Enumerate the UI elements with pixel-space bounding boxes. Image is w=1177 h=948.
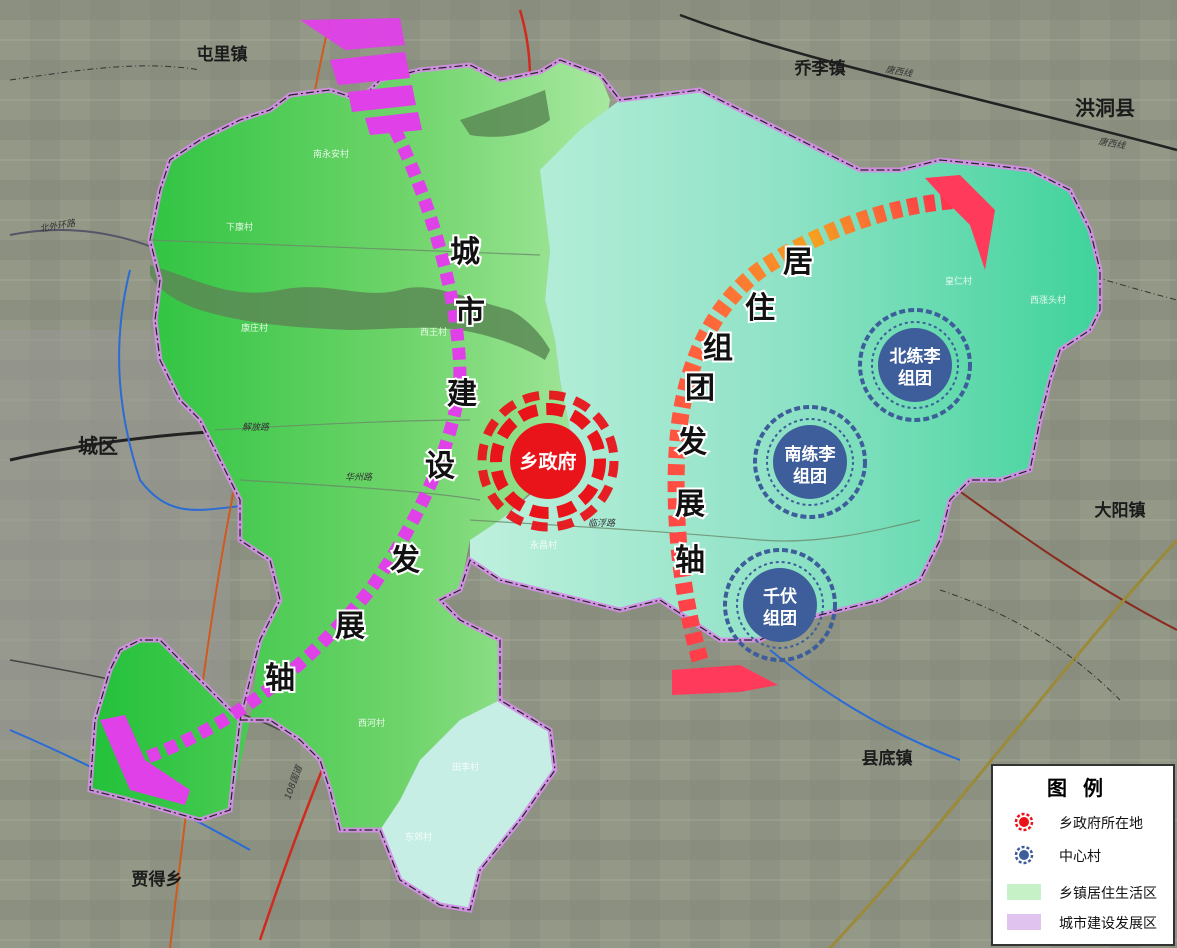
legend-item-gov: 乡政府所在地	[993, 810, 1173, 836]
legend-label: 中心村	[1059, 849, 1101, 865]
city-axis-char: 建	[447, 377, 477, 412]
residential-axis-head	[925, 175, 995, 270]
legend-item-residential: 乡镇居住生活区	[993, 880, 1173, 906]
place-chengqu: 城区	[78, 434, 118, 458]
village-label: 南永安村	[313, 148, 349, 160]
legend-label: 乡政府所在地	[1059, 816, 1143, 832]
village-label: 皇仁村	[945, 275, 972, 287]
legend-label: 城市建设发展区	[1059, 916, 1157, 932]
place-jiade: 贾得乡	[132, 869, 183, 890]
legend-item-center-village: 中心村	[993, 843, 1173, 869]
city-zone-swatch	[1007, 914, 1041, 930]
legend-label: 乡镇居住生活区	[1059, 886, 1157, 902]
cluster-nanlianli-line2: 组团	[793, 466, 827, 487]
village-label: 西王村	[420, 326, 447, 338]
road-label: 唐西线	[884, 64, 913, 80]
city-axis-stripes	[137, 127, 467, 767]
city-axis-char: 市	[455, 295, 485, 330]
cluster-nanlianli-line1: 南练李	[785, 444, 836, 465]
city-axis-end	[100, 715, 190, 805]
place-hongtong: 洪洞县	[1075, 96, 1135, 120]
village-label: 永昌村	[530, 539, 557, 551]
cluster-qianfu-line2: 组团	[763, 608, 797, 629]
legend: 图例 乡政府所在地 中心村 乡镇居住生活区 城市建设发展区	[991, 764, 1175, 946]
city-development-axis	[300, 18, 422, 135]
place-dayang: 大阳镇	[1095, 500, 1146, 521]
road-label: 华州路	[345, 472, 373, 483]
res-axis-char: 住	[745, 291, 775, 326]
gov-seat-icon	[1014, 812, 1034, 832]
res-axis-char: 展	[675, 487, 705, 522]
road-label: 临浮路	[588, 518, 616, 529]
res-axis-char: 组	[703, 331, 733, 366]
village-label: 康庄村	[241, 322, 268, 334]
place-tunli: 屯里镇	[197, 44, 248, 65]
residential-axis-tail	[672, 665, 778, 695]
city-axis-char: 发	[389, 543, 420, 578]
cluster-beilianli-line1: 北练李	[890, 346, 941, 367]
res-axis-char: 团	[685, 371, 715, 406]
village-label: 西河村	[358, 717, 385, 729]
township-gov-symbol	[477, 390, 619, 532]
right-region	[470, 90, 1100, 640]
south-region	[380, 700, 555, 910]
cluster-qianfu-line1: 千伏	[763, 586, 797, 607]
road-label: 解放路	[242, 422, 270, 433]
cluster-nanlianli: 南练李 组团	[753, 405, 867, 519]
center-village-icon	[1014, 845, 1034, 865]
city-axis-char: 城	[450, 235, 480, 270]
residential-development-axis	[667, 191, 961, 663]
city-axis-char: 设	[425, 449, 455, 484]
res-axis-char: 居	[783, 245, 813, 280]
city-axis-char: 轴	[265, 661, 295, 696]
road-label: 唐西线	[1097, 136, 1126, 152]
res-axis-char: 发	[676, 425, 707, 460]
place-qiaoli: 乔李镇	[794, 58, 846, 79]
village-label: 田李村	[452, 761, 479, 773]
cluster-beilianli: 北练李 组团	[858, 308, 972, 422]
residential-zone-swatch	[1007, 884, 1041, 900]
village-label: 东郊村	[405, 831, 432, 843]
res-axis-char: 轴	[675, 543, 705, 578]
village-label: 西涨头村	[1030, 294, 1066, 306]
village-label: 下康村	[226, 221, 253, 233]
green-corridor	[150, 265, 550, 360]
city-axis-char: 展	[335, 609, 365, 644]
green-corridor-north	[460, 90, 550, 137]
township-gov-label: 乡政府	[519, 450, 576, 473]
place-xiandi: 县底镇	[862, 748, 913, 769]
legend-item-city: 城市建设发展区	[993, 910, 1173, 936]
legend-title: 图例	[1047, 776, 1119, 800]
cluster-qianfu: 千伏 组团	[723, 548, 837, 662]
cluster-beilianli-line2: 组团	[898, 368, 932, 389]
township-boundary-dash	[89, 59, 1101, 911]
